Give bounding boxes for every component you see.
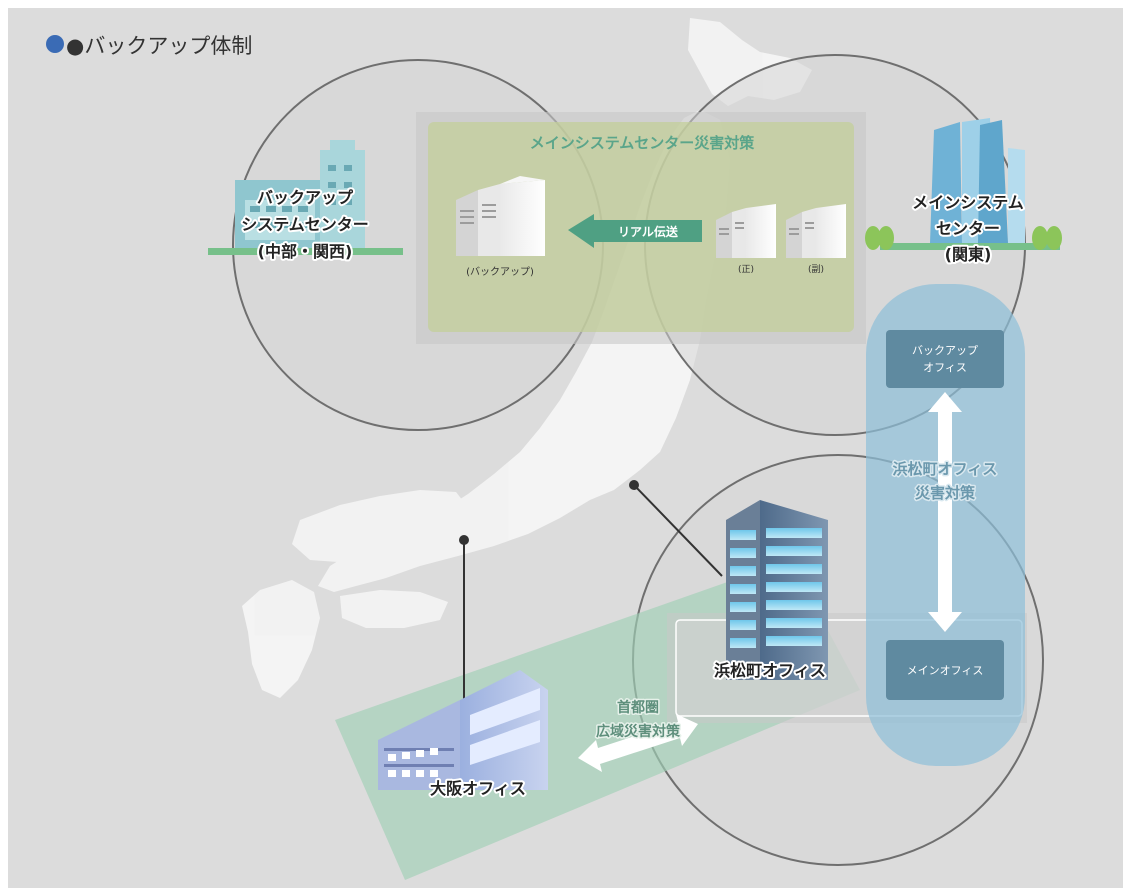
backup-office-box (886, 330, 1004, 388)
metro-dr-label-line-2: 広域災害対策 (596, 723, 681, 740)
main-center-label-line-1: メインシステム (912, 193, 1024, 212)
metro-dr-label: 首都圏 広域災害対策 (595, 698, 683, 742)
honshu-west-shape (292, 490, 470, 562)
backup-center-label-line-1: バックアップ (257, 188, 354, 207)
main-office-label: メインオフィス (907, 664, 984, 677)
secondary-server-caption: (副) (808, 264, 824, 275)
osaka-building-icon (378, 670, 548, 790)
main-system-dr-title: メインシステムセンター災害対策 (530, 134, 756, 152)
backup-office-label-line-1: バックアップ (912, 344, 978, 357)
main-center-label-line-3: (関東) (945, 245, 992, 264)
connector-lines (459, 480, 723, 700)
real-time-transfer-arrow (568, 214, 702, 248)
hamamatsucho-dr-title-line-2: 災害対策 (915, 484, 976, 502)
primary-server-caption: (正) (738, 265, 754, 275)
hamamatsucho-dr-title: 浜松町オフィス 災害対策 (891, 459, 999, 504)
backup-center-label: バックアップ システムセンター (中部・関西) (239, 186, 371, 263)
primary-server-icon (716, 204, 776, 258)
metro-dr-double-arrow (578, 714, 698, 772)
tokyo-location-dot (629, 480, 639, 490)
real-time-transfer-label: リアル伝送 (618, 224, 679, 239)
title-text: ●バックアップ体制 (66, 34, 252, 58)
main-office-box (886, 640, 1004, 700)
shikoku-shape (340, 590, 448, 628)
office-sync-double-arrow (928, 392, 962, 632)
metro-dr-label-line-1: 首都圏 (617, 699, 659, 716)
hamamatsucho-office-label: 浜松町オフィス (714, 661, 826, 680)
page-title: ●バックアップ体制 (46, 34, 252, 58)
backup-office-label-line-2: オフィス (923, 361, 967, 374)
backup-center-label-line-3: (中部・関西) (258, 242, 353, 261)
main-center-label: メインシステム センター (関東) (910, 191, 1026, 266)
secondary-server-icon (786, 204, 846, 258)
hamamatsucho-building-icon (726, 500, 828, 680)
japan-map (242, 18, 812, 698)
title-dot-icon (46, 35, 64, 53)
hamamatsucho-connector (633, 484, 723, 577)
kyushu-shape (242, 580, 320, 698)
osaka-location-dot (459, 535, 469, 545)
backup-server-icon (456, 176, 545, 256)
backup-center-building-icon (208, 140, 403, 255)
hamamatsucho-dr-title-line-1: 浜松町オフィス (893, 460, 998, 478)
honshu-shape (318, 110, 730, 592)
backup-server-caption: (バックアップ) (466, 266, 534, 278)
main-center-building-icon (865, 118, 1062, 250)
main-center-label-line-2: センター (936, 219, 1000, 238)
osaka-office-label: 大阪オフィス (430, 779, 526, 798)
backup-center-label-line-2: システムセンター (241, 215, 369, 234)
